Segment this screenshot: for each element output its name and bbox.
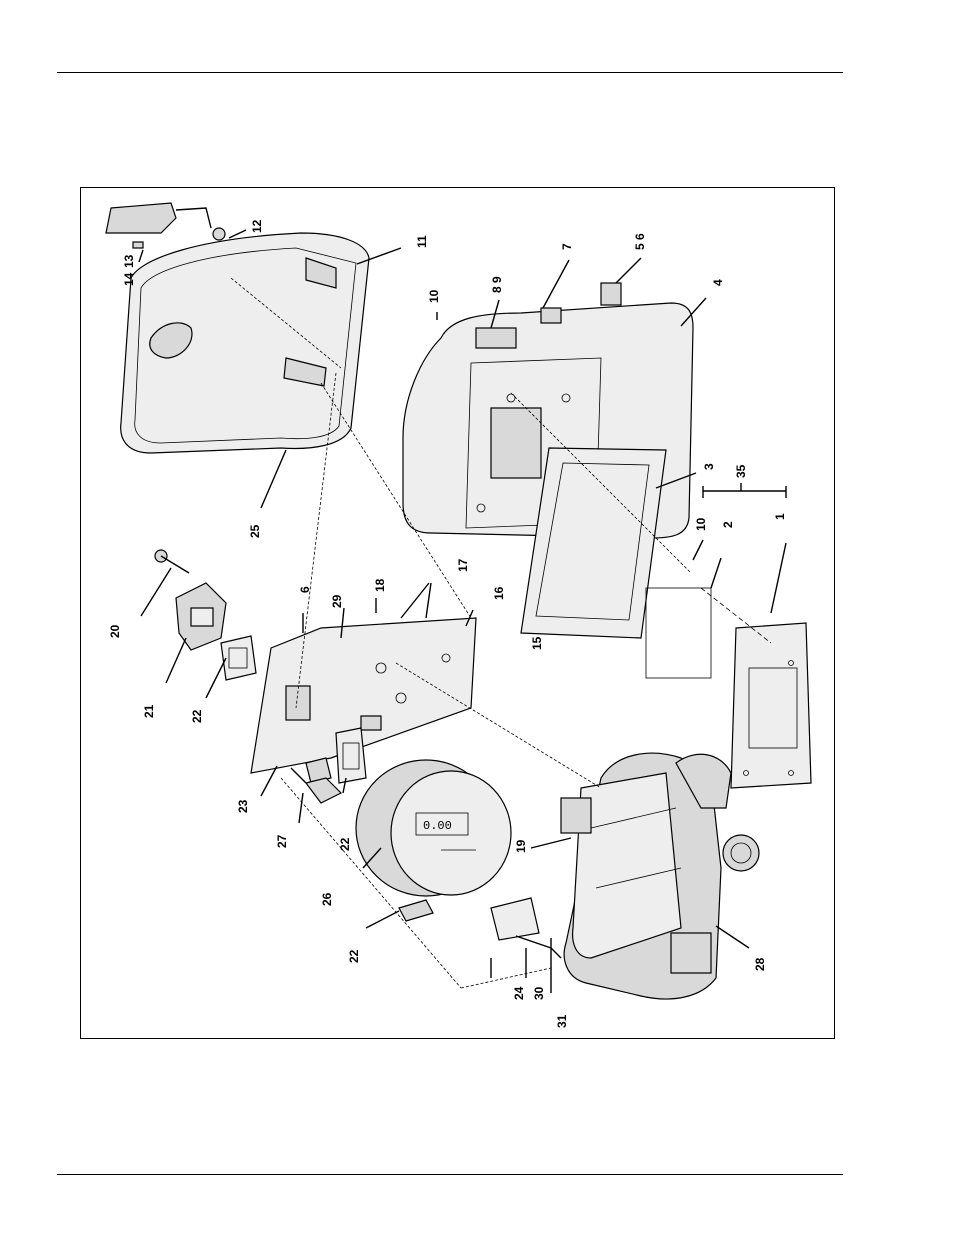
gasket-22-low — [398, 899, 434, 922]
display-meter-26: 0.00 — [355, 759, 512, 897]
label-13: 13 — [122, 254, 136, 268]
label-30: 30 — [532, 986, 546, 1000]
bolt-20 — [154, 549, 190, 574]
label-1: 1 — [773, 513, 787, 520]
label-18: 18 — [373, 578, 387, 592]
label-22-mid: 22 — [338, 837, 352, 851]
label-8-9: 8 9 — [490, 276, 504, 293]
meter-display-text: 0.00 — [423, 819, 452, 833]
face-plate-1 — [730, 622, 812, 789]
label-14: 14 — [122, 272, 136, 286]
label-28: 28 — [753, 957, 767, 971]
label-26: 26 — [320, 892, 334, 906]
pump-assembly — [490, 752, 760, 1000]
footer-rule — [57, 1174, 843, 1175]
label-15: 15 — [530, 636, 544, 650]
gasket-22-top — [220, 635, 257, 681]
label-19: 19 — [514, 839, 528, 853]
alignment-lines — [280, 372, 772, 989]
bracket-35 — [702, 483, 787, 498]
bracket-21 — [175, 582, 227, 651]
header-rule — [57, 72, 843, 73]
label-23: 23 — [236, 799, 250, 813]
label-17: 17 — [456, 558, 470, 572]
label-24: 24 — [512, 986, 526, 1000]
fitting-27 — [290, 767, 343, 804]
plate-2 — [645, 587, 712, 679]
label-16: 16 — [492, 586, 506, 600]
label-25: 25 — [248, 524, 262, 538]
label-4: 4 — [711, 279, 725, 286]
part-labels: 1 2 3 4 5 6 7 8 9 10 10 11 12 13 14 15 1… — [108, 219, 787, 1028]
label-10-top: 10 — [427, 289, 441, 303]
label-22-low: 22 — [347, 949, 361, 963]
label-20: 20 — [108, 624, 122, 638]
label-22-top: 22 — [190, 709, 204, 723]
label-27: 27 — [275, 834, 289, 848]
knob-assembly — [105, 202, 226, 249]
label-7: 7 — [560, 243, 574, 250]
label-31: 31 — [555, 1014, 569, 1028]
label-35: 35 — [734, 464, 748, 478]
diagram-drawing: 0.00 — [105, 202, 812, 1028]
label-10-right: 10 — [694, 517, 708, 531]
label-29: 29 — [330, 594, 344, 608]
exploded-parts-diagram: 0.00 — [80, 187, 835, 1039]
label-2: 2 — [721, 521, 735, 528]
label-6: 6 — [298, 586, 312, 593]
leader-lines — [138, 229, 787, 993]
rear-cover — [120, 232, 370, 454]
label-21: 21 — [142, 704, 156, 718]
label-5-6: 5 6 — [633, 233, 647, 250]
front-housing — [402, 282, 694, 639]
label-12: 12 — [250, 219, 264, 233]
label-11: 11 — [415, 235, 429, 248]
gasket-22-mid — [335, 727, 367, 784]
label-3: 3 — [702, 463, 716, 470]
